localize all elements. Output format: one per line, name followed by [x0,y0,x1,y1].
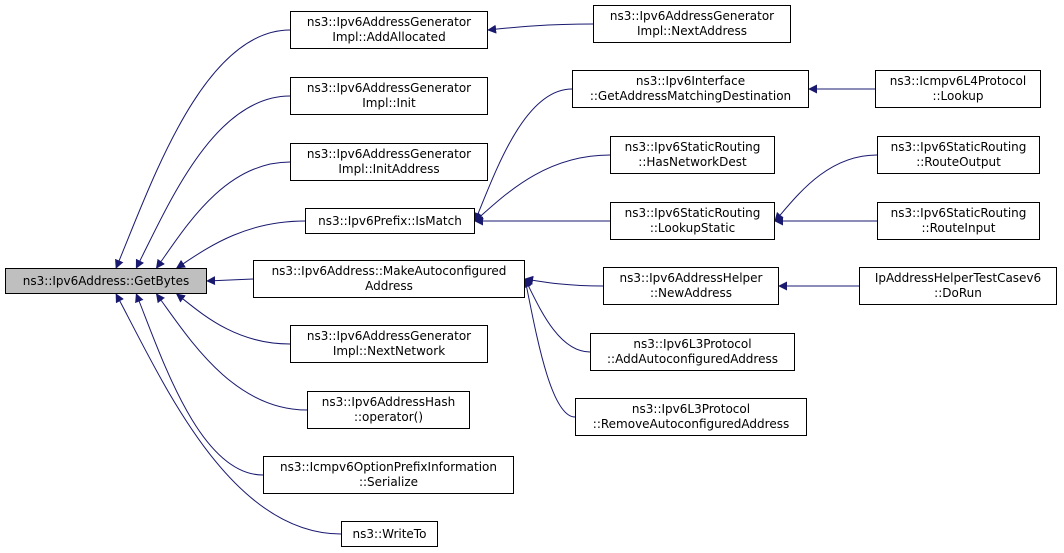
edge-ismatch-to-getbytes [175,220,306,269]
node-icmpv6l4protocol-lookup[interactable]: ns3::Icmpv6L4Protocol ::Lookup [875,70,1041,108]
node-label-line: ::LookupStatic [649,221,736,235]
edge-makeautoconf-to-getbytes [206,276,254,286]
node-initaddress[interactable]: ns3::Ipv6AddressGenerator Impl::InitAddr… [290,143,488,181]
node-label-line: ns3::Icmpv6L4Protocol [889,74,1027,88]
node-label-line: ns3::Ipv6AddressGenerator [609,9,775,23]
edge-init-to-getbytes [135,95,291,269]
edge-newaddress-to-makeautoconf [524,275,604,287]
edge-initaddress-to-getbytes [155,161,291,269]
edge-routeoutput-to-lookupstatic [774,154,878,222]
node-label-line: ::AddAutoconfiguredAddress [607,352,778,366]
node-hasnetworkdest[interactable]: ns3::Ipv6StaticRouting ::HasNetworkDest [610,136,775,174]
node-label-line: ns3::Ipv6Prefix::IsMatch [318,213,462,228]
node-label-line: ::RouteOutput [916,155,1001,169]
edge-hashop-to-getbytes [155,293,308,411]
edge-nextaddress-to-addallocated [487,23,594,34]
node-label-line: ns3::Ipv6L3Protocol [633,337,752,351]
node-ipv6address-getbytes[interactable]: ns3::Ipv6Address::GetBytes [5,268,207,294]
node-label-line: ns3::Ipv6Address::MakeAutoconfigured [271,264,507,278]
node-nextaddress[interactable]: ns3::Ipv6AddressGenerator Impl::NextAddr… [593,5,791,43]
node-writeto[interactable]: ns3::WriteTo [341,521,438,547]
node-label-line: Impl::InitAddress [338,162,440,176]
node-ipv6prefix-ismatch[interactable]: ns3::Ipv6Prefix::IsMatch [305,208,475,234]
node-label-line: IpAddressHelperTestCasev6 [874,271,1042,285]
node-label-line: ::Lookup [932,89,984,103]
node-addautoconfiguredaddress[interactable]: ns3::Ipv6L3Protocol ::AddAutoconfiguredA… [590,333,795,371]
node-label-line: ::NewAddress [649,286,733,300]
node-label-line: ns3::Ipv6StaticRouting [624,140,761,154]
node-label-line: ns3::Ipv6AddressGenerator [306,147,472,161]
node-label-line: Impl::Init [362,96,416,110]
edge-writeto-to-getbytes [115,293,342,535]
node-label-line: ::HasNetworkDest [638,155,747,169]
node-label-line: Impl::NextNetwork [332,344,446,358]
node-label-line: ::RouteInput [921,221,996,235]
node-label-line: ns3::Ipv6Address::GetBytes [22,273,190,288]
node-label-line: ns3::WriteTo [352,526,427,541]
node-routeoutput[interactable]: ns3::Ipv6StaticRouting ::RouteOutput [877,136,1040,174]
node-label-line: ns3::Ipv6Interface [635,74,746,88]
node-makeautoconfiguredaddress[interactable]: ns3::Ipv6Address::MakeAutoconfigured Add… [253,260,525,298]
node-label-line: Impl::NextAddress [636,24,747,38]
node-ipv6addresshash-operator[interactable]: ns3::Ipv6AddressHash ::operator() [307,391,470,429]
node-label-line: ::RemoveAutoconfiguredAddress [592,417,790,431]
node-label-line: ns3::Ipv6L3Protocol [631,402,751,416]
node-ipaddresshelpertestcasev6-dorun[interactable]: IpAddressHelperTestCasev6 ::DoRun [859,267,1057,305]
node-routeinput[interactable]: ns3::Ipv6StaticRouting ::RouteInput [877,202,1040,240]
node-label-line: ns3::Ipv6AddressHash [321,395,456,409]
node-label-line: ns3::Icmpv6OptionPrefixInformation [279,460,497,474]
node-init[interactable]: ns3::Ipv6AddressGenerator Impl::Init [290,77,488,115]
node-getaddressmatchingdestination[interactable]: ns3::Ipv6Interface ::GetAddressMatchingD… [572,70,809,108]
edge-getaddrmatch-to-ismatch [473,88,573,222]
node-label-line: ns3::Ipv6AddressHelper [619,271,763,285]
edge-addautoconf-to-makeautoconf [524,278,591,353]
node-lookupstatic[interactable]: ns3::Ipv6StaticRouting ::LookupStatic [610,202,775,240]
node-label-line: ns3::Ipv6AddressGenerator [306,81,472,95]
node-label-line: ns3::Ipv6AddressGenerator [306,15,472,29]
node-label-line: ns3::Ipv6StaticRouting [624,206,761,220]
node-label-line: ::GetAddressMatchingDestination [589,89,792,103]
node-label-line: ns3::Ipv6AddressGenerator [306,329,472,343]
edge-removeautoconf-to-makeautoconf [522,278,576,418]
node-label-line: ns3::Ipv6StaticRouting [890,206,1027,220]
node-label-line: ::operator() [353,410,424,424]
node-label-line: Impl::AddAllocated [332,30,446,44]
edge-serialize-to-getbytes [135,293,264,476]
edge-addallocated-to-getbytes [115,29,291,269]
node-label-line: Address [365,279,413,293]
edge-hasnetworkdest-to-ismatch [474,154,611,222]
node-label-line: ::DoRun [934,286,982,300]
node-nextnetwork[interactable]: ns3::Ipv6AddressGenerator Impl::NextNetw… [290,325,488,363]
node-icmpv6optionprefixinformation-serialize[interactable]: ns3::Icmpv6OptionPrefixInformation ::Ser… [263,456,514,494]
edge-nextnetwork-to-getbytes [175,293,291,345]
node-removeautoconfiguredaddress[interactable]: ns3::Ipv6L3Protocol ::RemoveAutoconfigur… [575,398,807,436]
node-newaddress[interactable]: ns3::Ipv6AddressHelper ::NewAddress [603,267,779,305]
node-label-line: ns3::Ipv6StaticRouting [890,140,1027,154]
node-addallocated[interactable]: ns3::Ipv6AddressGenerator Impl::AddAlloc… [290,11,488,49]
node-label-line: ::Serialize [358,475,419,489]
